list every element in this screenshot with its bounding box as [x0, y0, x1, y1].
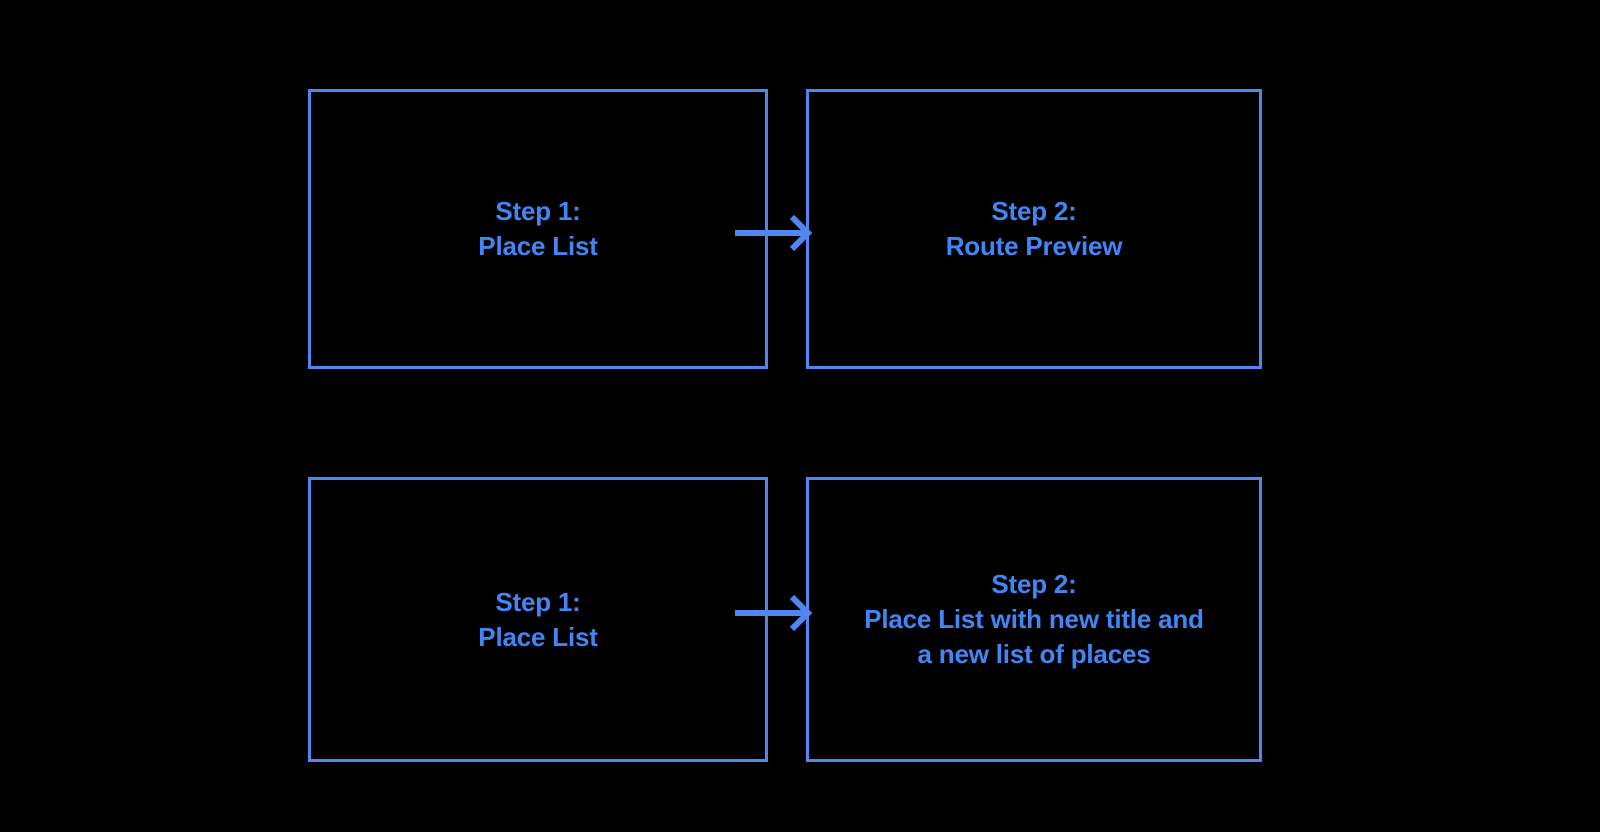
- step-box-row1-step1[interactable]: Step 1: Place List: [308, 89, 768, 369]
- step-box-label: Step 1: Place List: [478, 586, 598, 652]
- arrow-right-icon-row1: [735, 214, 813, 252]
- arrow-right-icon-row2: [735, 594, 813, 632]
- step-box-label: Step 2: Place List with new title and a …: [864, 569, 1204, 669]
- step-box-row1-step2[interactable]: Step 2: Route Preview: [806, 89, 1262, 369]
- step-box-label: Step 1: Place List: [478, 196, 598, 261]
- step-box-row2-step2[interactable]: Step 2: Place List with new title and a …: [806, 477, 1262, 762]
- step-box-row2-step1[interactable]: Step 1: Place List: [308, 477, 768, 762]
- step-box-label: Step 2: Route Preview: [945, 196, 1123, 261]
